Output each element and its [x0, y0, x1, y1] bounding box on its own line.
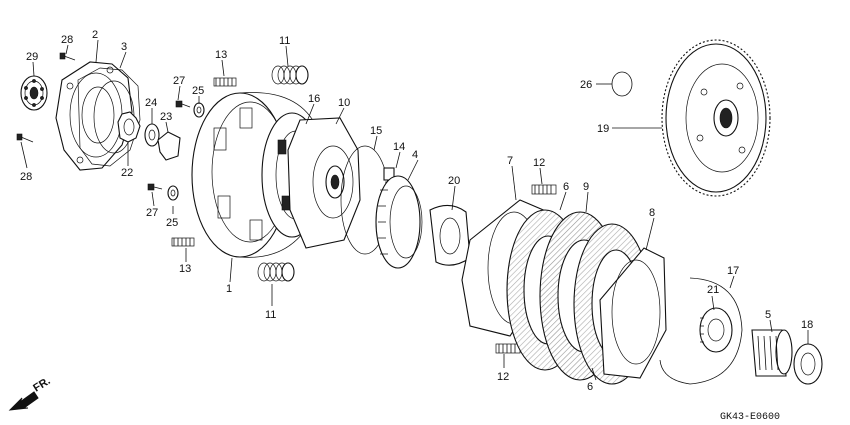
part-8-plate	[599, 247, 667, 379]
callout-27-upper: 27	[173, 75, 185, 87]
callout-10: 10	[338, 97, 350, 109]
front-direction-arrow: FR.	[8, 375, 53, 411]
part-27-bolt-lower	[147, 183, 163, 191]
part-18-washer	[793, 343, 823, 385]
part-26-snap-ring	[611, 71, 633, 97]
callout-22: 22	[121, 167, 133, 179]
callout-4: 4	[412, 149, 418, 161]
callout-19: 19	[597, 123, 609, 135]
callout-26: 26	[580, 79, 592, 91]
callout-23: 23	[160, 111, 172, 123]
part-17-circlip	[659, 277, 743, 385]
callout-5: 5	[765, 309, 771, 321]
part-28-bolt-upper	[59, 52, 76, 61]
part-19-driven-gear	[661, 39, 771, 197]
callout-2: 2	[92, 29, 98, 41]
callout-6-upper: 6	[563, 181, 569, 193]
part-25-washer-upper	[193, 102, 205, 118]
callout-9: 9	[583, 181, 589, 193]
part-29-bearing	[20, 75, 48, 111]
callout-1: 1	[226, 283, 232, 295]
callout-15: 15	[370, 125, 382, 137]
callout-25-upper: 25	[192, 85, 204, 97]
callout-3: 3	[121, 41, 127, 53]
callout-28-lower: 28	[20, 171, 32, 183]
part-27-bolt-upper	[175, 100, 191, 108]
leader-lines	[20, 39, 809, 381]
callout-16: 16	[308, 93, 320, 105]
callout-14: 14	[393, 141, 405, 153]
callout-28-upper: 28	[61, 34, 73, 46]
part-22-lifter	[117, 111, 141, 143]
part-21-gear	[699, 307, 733, 353]
callout-12-upper: 12	[533, 157, 545, 169]
part-4-one-way-clutch	[375, 175, 423, 269]
callout-12-lower: 12	[497, 371, 509, 383]
part-13-spring-lower	[171, 237, 195, 247]
callout-21: 21	[707, 284, 719, 296]
callout-13-lower: 13	[179, 263, 191, 275]
callout-25-lower: 25	[166, 217, 178, 229]
part-24-washer	[144, 123, 160, 147]
callout-18: 18	[801, 319, 813, 331]
callout-27-lower: 27	[146, 207, 158, 219]
callout-13-upper: 13	[215, 49, 227, 61]
part-25-washer-lower	[167, 185, 179, 201]
part-12-spring-upper	[531, 184, 557, 195]
part-10-center	[287, 117, 361, 249]
part-20-collar	[429, 204, 471, 266]
callout-11-upper: 11	[279, 35, 290, 47]
callout-11-lower: 11	[265, 309, 276, 321]
direction-label: FR.	[31, 375, 52, 395]
callout-7: 7	[507, 155, 513, 167]
callout-17: 17	[727, 265, 739, 277]
part-13-spring-upper	[213, 77, 237, 87]
part-23-plate	[157, 131, 181, 161]
callout-8: 8	[649, 207, 655, 219]
callout-29: 29	[26, 51, 38, 63]
callout-20: 20	[448, 175, 460, 187]
part-11-spring-lower	[257, 262, 295, 282]
diagram-code: GK43-E0600	[720, 412, 780, 423]
part-28-bolt-lower	[16, 133, 34, 143]
callout-labels: 1 2 3 4 5 6 6 7 8 9 10 11 11 12 12 13 13…	[20, 29, 813, 393]
part-5-needle-bearing	[751, 329, 793, 377]
callout-24: 24	[145, 97, 157, 109]
part-12-spring-lower	[495, 343, 521, 354]
part-11-spring-upper	[271, 65, 309, 85]
callout-6-lower: 6	[587, 381, 593, 393]
